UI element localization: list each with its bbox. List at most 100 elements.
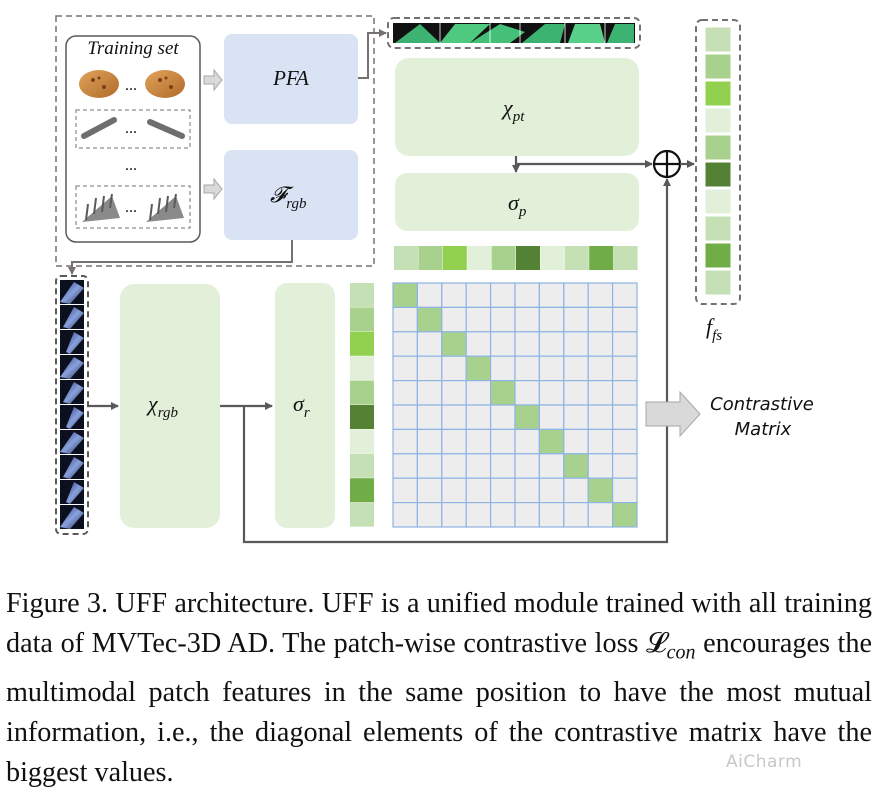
matrix-cell — [441, 404, 467, 430]
matrix-cell — [611, 282, 638, 308]
point-feature-cell — [467, 246, 492, 270]
matrix-cell — [392, 477, 418, 504]
matrix-cell — [490, 453, 516, 479]
fused-feature-label: ffs — [706, 314, 722, 344]
matrix-cell — [587, 502, 614, 528]
fused-feature-cell — [704, 188, 732, 215]
figure-caption: Figure 3. UFF architecture. UFF is a uni… — [6, 584, 872, 793]
matrix-cell — [538, 282, 565, 308]
rgb-patch-texture — [63, 307, 84, 329]
training-set-panel: Training set ... ... ... ... — [65, 35, 201, 243]
matrix-diagonal-cell — [416, 306, 443, 333]
matrix-cell — [514, 331, 540, 357]
rgb-feature-cell — [350, 380, 374, 405]
training-set-title: Training set — [87, 38, 179, 59]
matrix-cell — [441, 355, 467, 382]
matrix-cell — [611, 428, 638, 455]
matrix-cell — [392, 404, 418, 430]
matrix-cell — [465, 453, 492, 479]
fused-feature-cell — [704, 242, 732, 269]
rgb-feature-cell — [350, 453, 374, 478]
matrix-cell — [538, 331, 565, 357]
matrix-cell — [538, 453, 565, 479]
point-feature-cell — [564, 246, 589, 270]
contrastive-label-line2: Matrix — [735, 419, 792, 440]
fused-feature-cell — [704, 161, 732, 188]
matrix-cell — [563, 477, 589, 504]
matrix-cell — [563, 380, 589, 406]
matrix-cell — [611, 331, 638, 357]
matrix-cell — [563, 355, 589, 382]
matrix-cell — [441, 428, 467, 455]
ellipsis-foam: ... — [125, 199, 137, 216]
point-feature-row — [394, 246, 638, 270]
matrix-cell — [441, 502, 467, 528]
fused-feature-cell — [704, 269, 732, 296]
matrix-cell — [416, 380, 443, 406]
rgb-feature-cell — [350, 502, 374, 527]
arrow-pfa-to-point-strip — [358, 29, 387, 79]
rgb-patch-texture — [60, 507, 84, 529]
matrix-cell — [392, 355, 418, 382]
matrix-cell — [465, 502, 492, 528]
chi-rgb-label: χrgb — [146, 391, 178, 421]
matrix-diagonal-cell — [514, 404, 540, 430]
matrix-cell — [514, 453, 540, 479]
sum-operator-icon — [652, 149, 682, 179]
contrastive-matrix — [392, 282, 638, 528]
matrix-cell — [587, 306, 614, 333]
matrix-cell — [611, 380, 638, 406]
matrix-cell — [538, 306, 565, 333]
matrix-cell — [563, 428, 589, 455]
pfa-module — [224, 34, 358, 124]
matrix-cell — [587, 453, 614, 479]
rgb-feature-column — [350, 283, 374, 527]
matrix-diagonal-cell — [490, 380, 516, 406]
matrix-diagonal-cell — [465, 355, 492, 382]
contrastive-label-line1: Contrastive — [710, 394, 814, 415]
matrix-cell — [465, 404, 492, 430]
matrix-cell — [465, 428, 492, 455]
rgb-patch-texture — [60, 432, 84, 454]
caption-text-2: encourages the multimodal patch features… — [6, 628, 872, 788]
rgb-patch-texture — [63, 457, 84, 479]
fused-feature-cell — [704, 107, 732, 134]
matrix-cell — [611, 306, 638, 333]
point-feature-cell — [442, 246, 467, 270]
matrix-cell — [490, 331, 516, 357]
matrix-cell — [514, 282, 540, 308]
fused-feature-cell — [704, 134, 732, 161]
training-sample-foam: ... — [75, 185, 191, 229]
rgb-feature-cell — [350, 307, 374, 332]
matrix-cell — [465, 380, 492, 406]
matrix-cell — [563, 404, 589, 430]
rgb-patch-strip — [55, 275, 89, 535]
matrix-cell — [514, 355, 540, 382]
point-feature-cell — [589, 246, 614, 270]
rgb-feature-cell — [350, 429, 374, 454]
matrix-cell — [465, 306, 492, 333]
matrix-cell — [587, 404, 614, 430]
matrix-cell — [392, 502, 418, 528]
ellipsis-middle: ... — [125, 157, 137, 174]
rgb-skip-connection — [242, 178, 671, 544]
rgb-patch-texture — [66, 482, 84, 504]
point-feature-cell — [394, 246, 418, 270]
matrix-cell — [611, 355, 638, 382]
arrow-chi-pt-to-sum — [514, 156, 653, 168]
matrix-cell — [563, 282, 589, 308]
matrix-cell — [416, 331, 443, 357]
matrix-cell — [514, 477, 540, 504]
matrix-cell — [416, 453, 443, 479]
matrix-cell — [587, 355, 614, 382]
matrix-cell — [490, 306, 516, 333]
matrix-diagonal-cell — [563, 453, 589, 479]
matrix-cell — [416, 404, 443, 430]
matrix-cell — [441, 282, 467, 308]
rgb-patch-texture — [63, 382, 84, 404]
matrix-cell — [441, 306, 467, 333]
matrix-cell — [490, 477, 516, 504]
matrix-cell — [392, 331, 418, 357]
matrix-cell — [563, 306, 589, 333]
matrix-diagonal-cell — [587, 477, 614, 504]
